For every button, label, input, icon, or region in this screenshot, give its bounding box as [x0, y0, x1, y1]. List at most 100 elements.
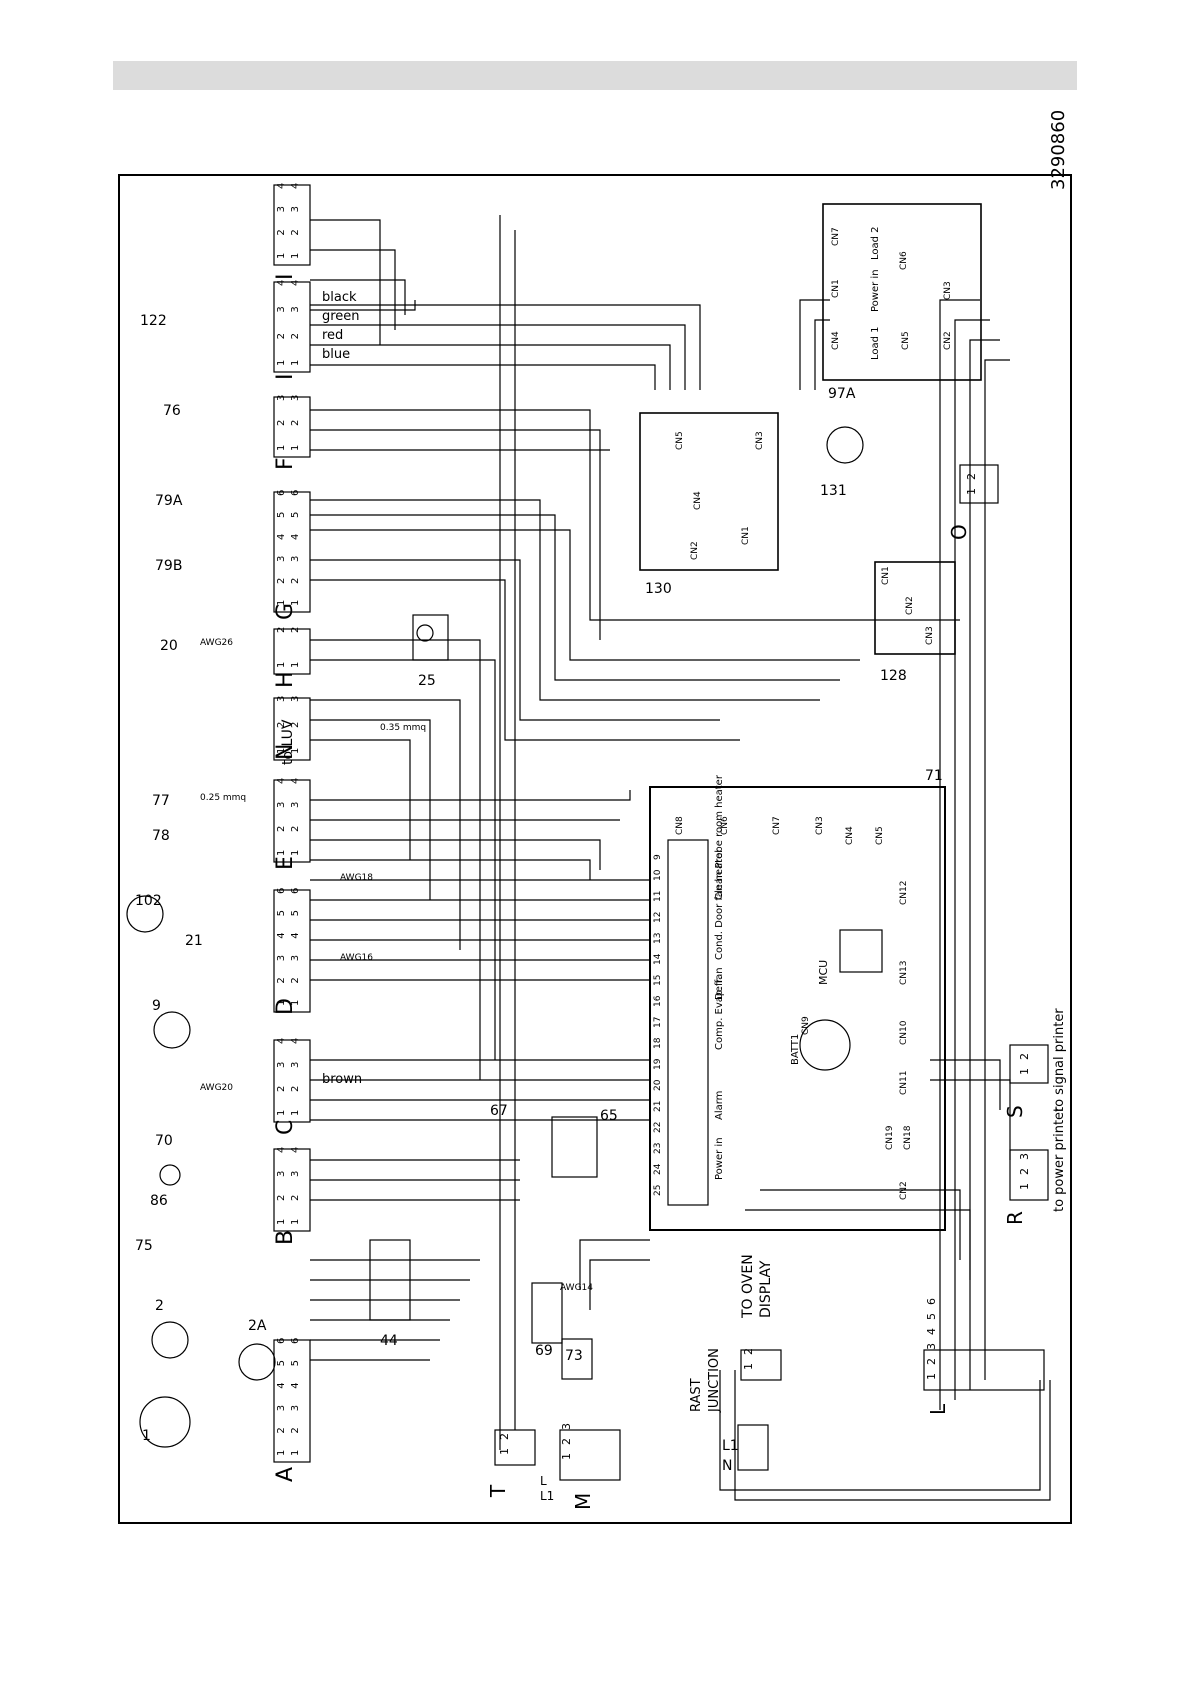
diagram-frame — [118, 174, 1072, 1524]
board128-cn-label: CN1 — [881, 566, 891, 585]
connector-pin: 4 — [276, 1038, 287, 1044]
component-75: 75 — [135, 1238, 153, 1254]
small-connector-pin: 2 — [498, 1433, 511, 1440]
small-connector-pin: 1 — [1018, 1183, 1031, 1190]
small-connector-pin: 1 — [560, 1453, 573, 1460]
connector-pin: 2 — [290, 977, 301, 983]
small-connector-pin: 2 — [1018, 1053, 1031, 1060]
small-connector-pin: 3 — [1018, 1153, 1031, 1160]
rast-label-1: RAST — [689, 1378, 704, 1412]
connector-pin: 5 — [276, 512, 287, 518]
component-122: 122 — [140, 313, 167, 329]
connector-pin: 1 — [276, 748, 287, 754]
board71-cn-label: CN12 — [899, 881, 909, 905]
connector-pin: 1 — [290, 360, 301, 366]
small-connector-r-label: R — [1003, 1211, 1027, 1225]
board71-terminal: 25 — [653, 1185, 663, 1196]
connector-pin: 4 — [290, 932, 301, 938]
connector-pin: 2 — [290, 1195, 301, 1201]
board128-cn-label: CN2 — [905, 596, 915, 615]
component-67: 67 — [490, 1103, 508, 1119]
connector-pin: 3 — [290, 1405, 301, 1411]
mmq035-label: 0.35 mmq — [380, 723, 426, 733]
board97a-load1: Load 1 — [870, 326, 881, 360]
component-21: 21 — [185, 933, 203, 949]
component-77: 77 — [152, 793, 170, 809]
connector-pin: 2 — [276, 420, 287, 426]
connector-pin: 5 — [290, 512, 301, 518]
connector-pin: 2 — [276, 1086, 287, 1092]
component-102: 102 — [135, 893, 162, 909]
board71-cn-label: CN6 — [720, 816, 730, 835]
connector-b-label: B — [273, 1230, 298, 1245]
connector-pin: 4 — [276, 932, 287, 938]
connector-pin: 2 — [276, 826, 287, 832]
small-connector-pin: 2 — [742, 1348, 755, 1355]
board71-cn-label: CN18 — [903, 1125, 913, 1150]
connector-pin: 6 — [276, 1338, 287, 1344]
component-labels: 1 2 2A 9 20 21 25 44 65 67 69 70 71 73 7… — [135, 313, 943, 1444]
board71-relay-label: Power in — [714, 1137, 725, 1180]
connector-pin: 1 — [276, 445, 287, 451]
board71-cn-label: CN13 — [899, 961, 909, 985]
board97a-cn-label: CN6 — [899, 251, 909, 270]
board97a-cn-label: CN7 — [831, 227, 841, 246]
connector-pin: 2 — [276, 333, 287, 339]
connector-pin: 1 — [290, 253, 301, 259]
small-connector-pin: 1 — [742, 1363, 755, 1370]
connector-pin: 5 — [290, 1360, 301, 1366]
component-86: 86 — [150, 1193, 168, 1209]
connector-pin: 3 — [290, 1171, 301, 1177]
connector-pin: 2 — [276, 977, 287, 983]
component-2: 2 — [155, 1298, 164, 1314]
board71-terminal: 14 — [653, 953, 663, 965]
connector-pin: 6 — [276, 490, 287, 496]
connector-pin: 2 — [276, 1195, 287, 1201]
connector-pin: 4 — [276, 1147, 287, 1153]
component-79a: 79A — [155, 493, 183, 509]
connector-pin: 5 — [276, 1360, 287, 1366]
connector-pin: 5 — [290, 910, 301, 916]
connector-pin: 1 — [290, 748, 301, 754]
connector-pin: 3 — [276, 696, 287, 702]
to-signal-printer-label: to signal printer — [1052, 1008, 1067, 1112]
board71-terminal: 13 — [653, 933, 663, 944]
small-connector-pin: 1 — [1018, 1068, 1031, 1075]
connector-pin: 1 — [290, 1110, 301, 1116]
connector-pin: 4 — [290, 1147, 301, 1153]
board71-cn-label: CN10 — [899, 1020, 909, 1045]
mcu-label: MCU — [817, 960, 830, 985]
board71-terminal: 11 — [653, 891, 663, 902]
connector-pin: 2 — [290, 333, 301, 339]
connector-pin: 6 — [290, 1338, 301, 1344]
small-connector-pin: 3 — [925, 1343, 938, 1350]
connector-pin: 1 — [290, 600, 301, 606]
component-9: 9 — [152, 998, 161, 1014]
component-130: 130 — [645, 581, 672, 597]
board71-relay-label: Defr. — [714, 976, 725, 1000]
board71-terminal: 22 — [653, 1122, 663, 1133]
connector-pin: 2 — [276, 578, 287, 584]
connector-pin: 2 — [290, 722, 301, 728]
connector-pin: 3 — [290, 802, 301, 808]
connector-pin: 1 — [276, 253, 287, 259]
board97a-cn-label: CN3 — [943, 281, 953, 300]
board71-terminal: 24 — [653, 1163, 663, 1175]
connector-pin: 3 — [290, 395, 301, 401]
connector-pin: 2 — [276, 1427, 287, 1433]
small-connector-pin: 6 — [925, 1298, 938, 1305]
board97a-cn-label: CN2 — [943, 331, 953, 350]
to-oven-label-1: TO OVEN — [740, 1254, 756, 1319]
connector-pin: 1 — [276, 1000, 287, 1006]
connector-pin: 1 — [290, 1219, 301, 1225]
board71-cn-label: CN9 — [801, 1016, 811, 1035]
component-73: 73 — [565, 1348, 583, 1364]
connector-n-label: N — [273, 744, 298, 760]
small-connector-pin: 3 — [560, 1423, 573, 1430]
wire-red-label: red — [322, 328, 343, 343]
board71-terminal: 20 — [653, 1079, 663, 1091]
